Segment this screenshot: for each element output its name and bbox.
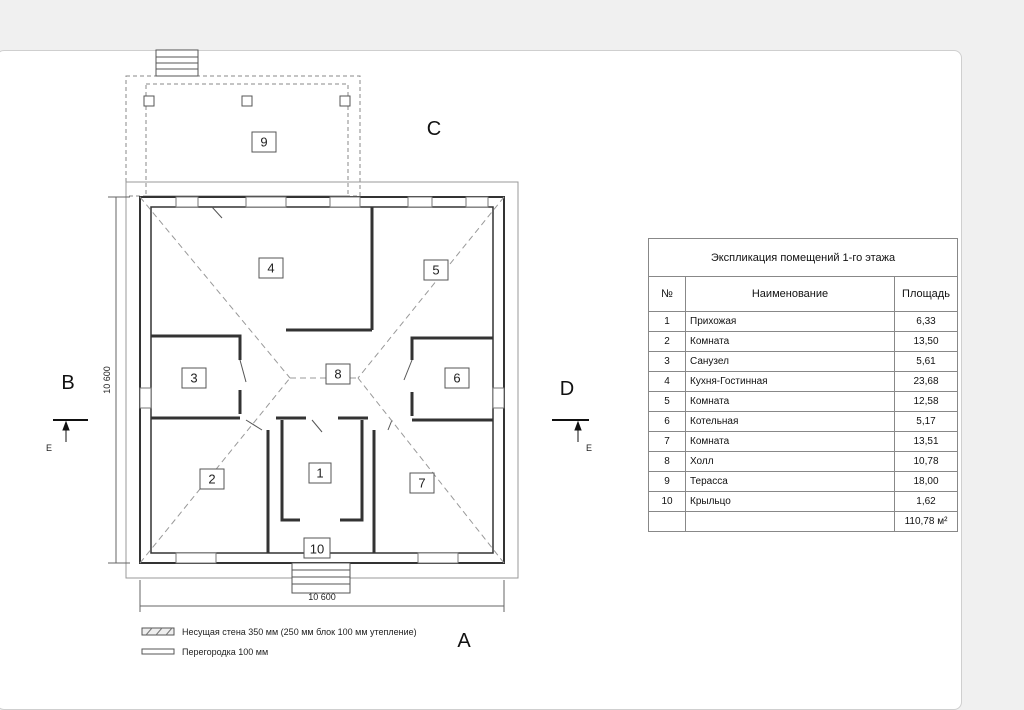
table-cell-num: 8 bbox=[648, 451, 686, 472]
room-6-number: 6 bbox=[453, 371, 460, 386]
table-cell-num: 6 bbox=[648, 411, 686, 432]
table-cell-area: 6,33 bbox=[894, 311, 958, 332]
legend-bearing-wall: Несущая стена 350 мм (250 мм блок 100 мм… bbox=[141, 627, 417, 637]
table-title: Экспликация помещений 1-го этажа bbox=[648, 238, 958, 277]
axis-b: B bbox=[61, 372, 74, 394]
table-cell-num: 9 bbox=[648, 471, 686, 492]
table-cell-num: 1 bbox=[648, 311, 686, 332]
room-4-number: 4 bbox=[267, 261, 274, 276]
table-cell-name: Котельная bbox=[685, 411, 895, 432]
room-1-number: 1 bbox=[316, 466, 323, 481]
dimension-vertical: 10 600 bbox=[102, 366, 112, 394]
table-total-row: 110,78 м² bbox=[648, 511, 958, 532]
room-5-number: 5 bbox=[432, 263, 439, 278]
room-10-label: 10 bbox=[303, 537, 331, 559]
door-swings bbox=[211, 206, 413, 433]
table-cell-area: 5,61 bbox=[894, 351, 958, 372]
room-4-label: 4 bbox=[258, 257, 284, 279]
roof-ridges bbox=[139, 196, 505, 564]
axis-c: C bbox=[427, 118, 441, 140]
legend-partition: Перегородка 100 мм bbox=[141, 647, 268, 657]
table-cell-area: 23,68 bbox=[894, 371, 958, 392]
table-total: 110,78 м² bbox=[894, 511, 958, 532]
rooms-table: Экспликация помещений 1-го этажа № Наиме… bbox=[648, 238, 958, 532]
section-mark-right bbox=[552, 419, 589, 442]
section-mark-left-label: E bbox=[46, 443, 52, 453]
table-header-area: Площадь bbox=[894, 276, 958, 312]
room-7-number: 7 bbox=[418, 476, 425, 491]
room-labels: 1 2 3 4 5 6 7 8 9 10 bbox=[181, 131, 470, 559]
table-cell-num: 5 bbox=[648, 391, 686, 412]
partitions bbox=[151, 207, 493, 553]
axis-d: D bbox=[560, 378, 574, 400]
room-1-label: 1 bbox=[308, 462, 332, 484]
room-9-number: 9 bbox=[260, 135, 267, 150]
table-header-num: № bbox=[648, 276, 686, 312]
room-2-label: 2 bbox=[199, 468, 225, 490]
table-cell-area: 10,78 bbox=[894, 451, 958, 472]
section-mark-left bbox=[53, 419, 88, 442]
table-cell-area: 1,62 bbox=[894, 491, 958, 512]
dimension-horizontal: 10 600 bbox=[308, 592, 336, 602]
room-7-label: 7 bbox=[409, 472, 435, 494]
section-mark-right-label: E bbox=[586, 443, 592, 453]
table-cell-name: Комната bbox=[685, 431, 895, 452]
room-6-label: 6 bbox=[444, 367, 470, 389]
table-cell-name: Прихожая bbox=[685, 311, 895, 332]
table-cell-area: 12,58 bbox=[894, 391, 958, 412]
table-header-name: Наименование bbox=[685, 276, 895, 312]
table-cell-area: 13,51 bbox=[894, 431, 958, 452]
terrace-outline bbox=[125, 75, 361, 197]
table-cell-name: Санузел bbox=[685, 351, 895, 372]
table-cell-num: 4 bbox=[648, 371, 686, 392]
legend-bearing-wall-text: Несущая стена 350 мм (250 мм блок 100 мм… bbox=[182, 627, 417, 637]
table-cell-name: Кухня-Гостинная bbox=[685, 371, 895, 392]
table-cell-name: Холл bbox=[685, 451, 895, 472]
dimension-lines bbox=[108, 196, 505, 612]
table-cell-num: 10 bbox=[648, 491, 686, 512]
table-cell-name: Комната bbox=[685, 391, 895, 412]
room-3-label: 3 bbox=[181, 367, 207, 389]
table-cell-num: 3 bbox=[648, 351, 686, 372]
room-9-label: 9 bbox=[251, 131, 277, 153]
terrace-posts bbox=[143, 95, 351, 107]
windows bbox=[139, 196, 505, 564]
room-8-number: 8 bbox=[334, 367, 341, 382]
room-3-number: 3 bbox=[190, 371, 197, 386]
porch-steps bbox=[291, 562, 351, 594]
room-8-label: 8 bbox=[325, 363, 351, 385]
terrace-steps bbox=[155, 49, 199, 77]
room-10-number: 10 bbox=[310, 542, 324, 557]
table-cell-num: 7 bbox=[648, 431, 686, 452]
room-5-label: 5 bbox=[423, 259, 449, 281]
table-cell-area: 13,50 bbox=[894, 331, 958, 352]
table-cell-name: Терасса bbox=[685, 471, 895, 492]
table-cell-name: Комната bbox=[685, 331, 895, 352]
room-2-number: 2 bbox=[208, 472, 215, 487]
table-cell-num: 2 bbox=[648, 331, 686, 352]
legend-partition-text: Перегородка 100 мм bbox=[182, 647, 268, 657]
table-cell-area: 18,00 bbox=[894, 471, 958, 492]
table-cell-name: Крыльцо bbox=[685, 491, 895, 512]
table-cell-area: 5,17 bbox=[894, 411, 958, 432]
axis-a: A bbox=[457, 630, 471, 652]
